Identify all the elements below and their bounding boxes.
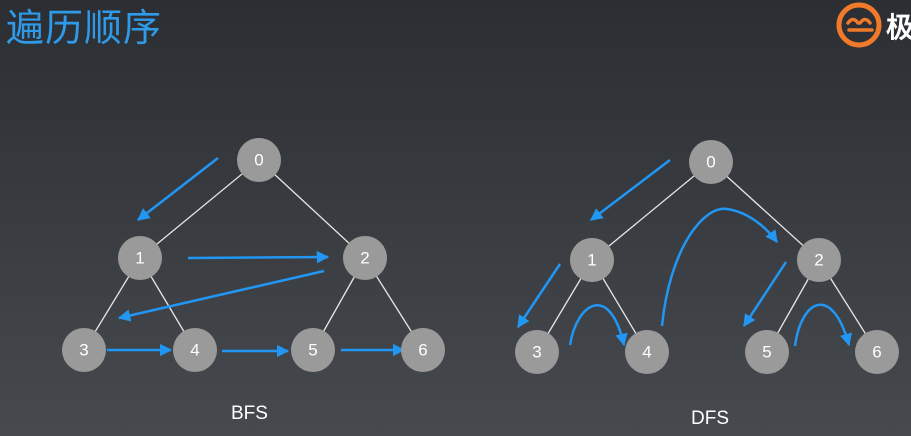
bfs-arrows [107, 157, 406, 358]
dfs-node-5: 5 [745, 330, 789, 374]
dfs-edge-0-1 [591, 161, 712, 261]
bfs-node-label: 4 [190, 341, 199, 360]
bfs-node-2: 2 [343, 236, 387, 280]
dfs-arrow-2-5 [742, 261, 788, 328]
bfs-node-label: 1 [135, 249, 144, 268]
dfs-node-label: 3 [532, 343, 541, 362]
dfs-node-label: 2 [814, 251, 823, 270]
dfs-edge-0-2 [710, 161, 820, 261]
bfs-node-3: 3 [62, 328, 106, 372]
bfs-arrow-1-2 [187, 250, 330, 264]
dfs-node-4: 4 [625, 330, 669, 374]
dfs-arrow-1-3 [516, 263, 562, 329]
dfs-caption: DFS [691, 408, 729, 429]
bfs-node-4: 4 [173, 328, 217, 372]
bfs-node-label: 0 [254, 151, 263, 170]
dfs-node-label: 1 [587, 251, 596, 270]
dfs-node-label: 4 [642, 343, 651, 362]
bfs-edge-0-1 [139, 159, 260, 259]
dfs-node-2: 2 [797, 238, 841, 282]
logo-icon [836, 2, 882, 48]
bfs-nodes: 0 1 2 3 4 5 6 [62, 138, 445, 372]
dfs-arrows [516, 159, 853, 347]
dfs-tree: 0 1 2 3 4 5 6 [515, 140, 899, 374]
bfs-node-label: 6 [418, 341, 427, 360]
bfs-node-6: 6 [401, 328, 445, 372]
dfs-arrow-3-4 [568, 304, 628, 347]
page-title: 遍历顺序 [6, 6, 163, 50]
bfs-node-label: 3 [79, 341, 88, 360]
dfs-arrow-5-6 [793, 303, 853, 347]
logo: 极 [836, 2, 911, 48]
bfs-arrow-0-1 [137, 157, 219, 221]
dfs-node-6: 6 [855, 330, 899, 374]
bfs-tree: 0 1 2 3 4 5 6 [62, 138, 445, 372]
bfs-caption: BFS [231, 403, 268, 424]
dfs-node-3: 3 [515, 330, 559, 374]
dfs-node-label: 6 [872, 343, 881, 362]
dfs-node-label: 5 [762, 343, 771, 362]
dfs-arrow-0-1 [590, 159, 671, 221]
dfs-nodes: 0 1 2 3 4 5 6 [515, 140, 899, 374]
bfs-arrow-2-3 [117, 269, 325, 322]
bfs-node-1: 1 [118, 236, 162, 280]
bfs-edge-0-2 [258, 159, 366, 259]
dfs-node-0: 0 [689, 140, 733, 184]
dfs-arrow-4-2 [660, 207, 779, 327]
logo-text: 极 [886, 11, 911, 44]
bfs-node-0: 0 [237, 138, 281, 182]
dfs-node-1: 1 [570, 238, 614, 282]
bfs-node-5: 5 [291, 328, 335, 372]
bfs-node-label: 2 [360, 249, 369, 268]
bfs-node-label: 5 [308, 341, 317, 360]
dfs-node-label: 0 [706, 153, 715, 172]
